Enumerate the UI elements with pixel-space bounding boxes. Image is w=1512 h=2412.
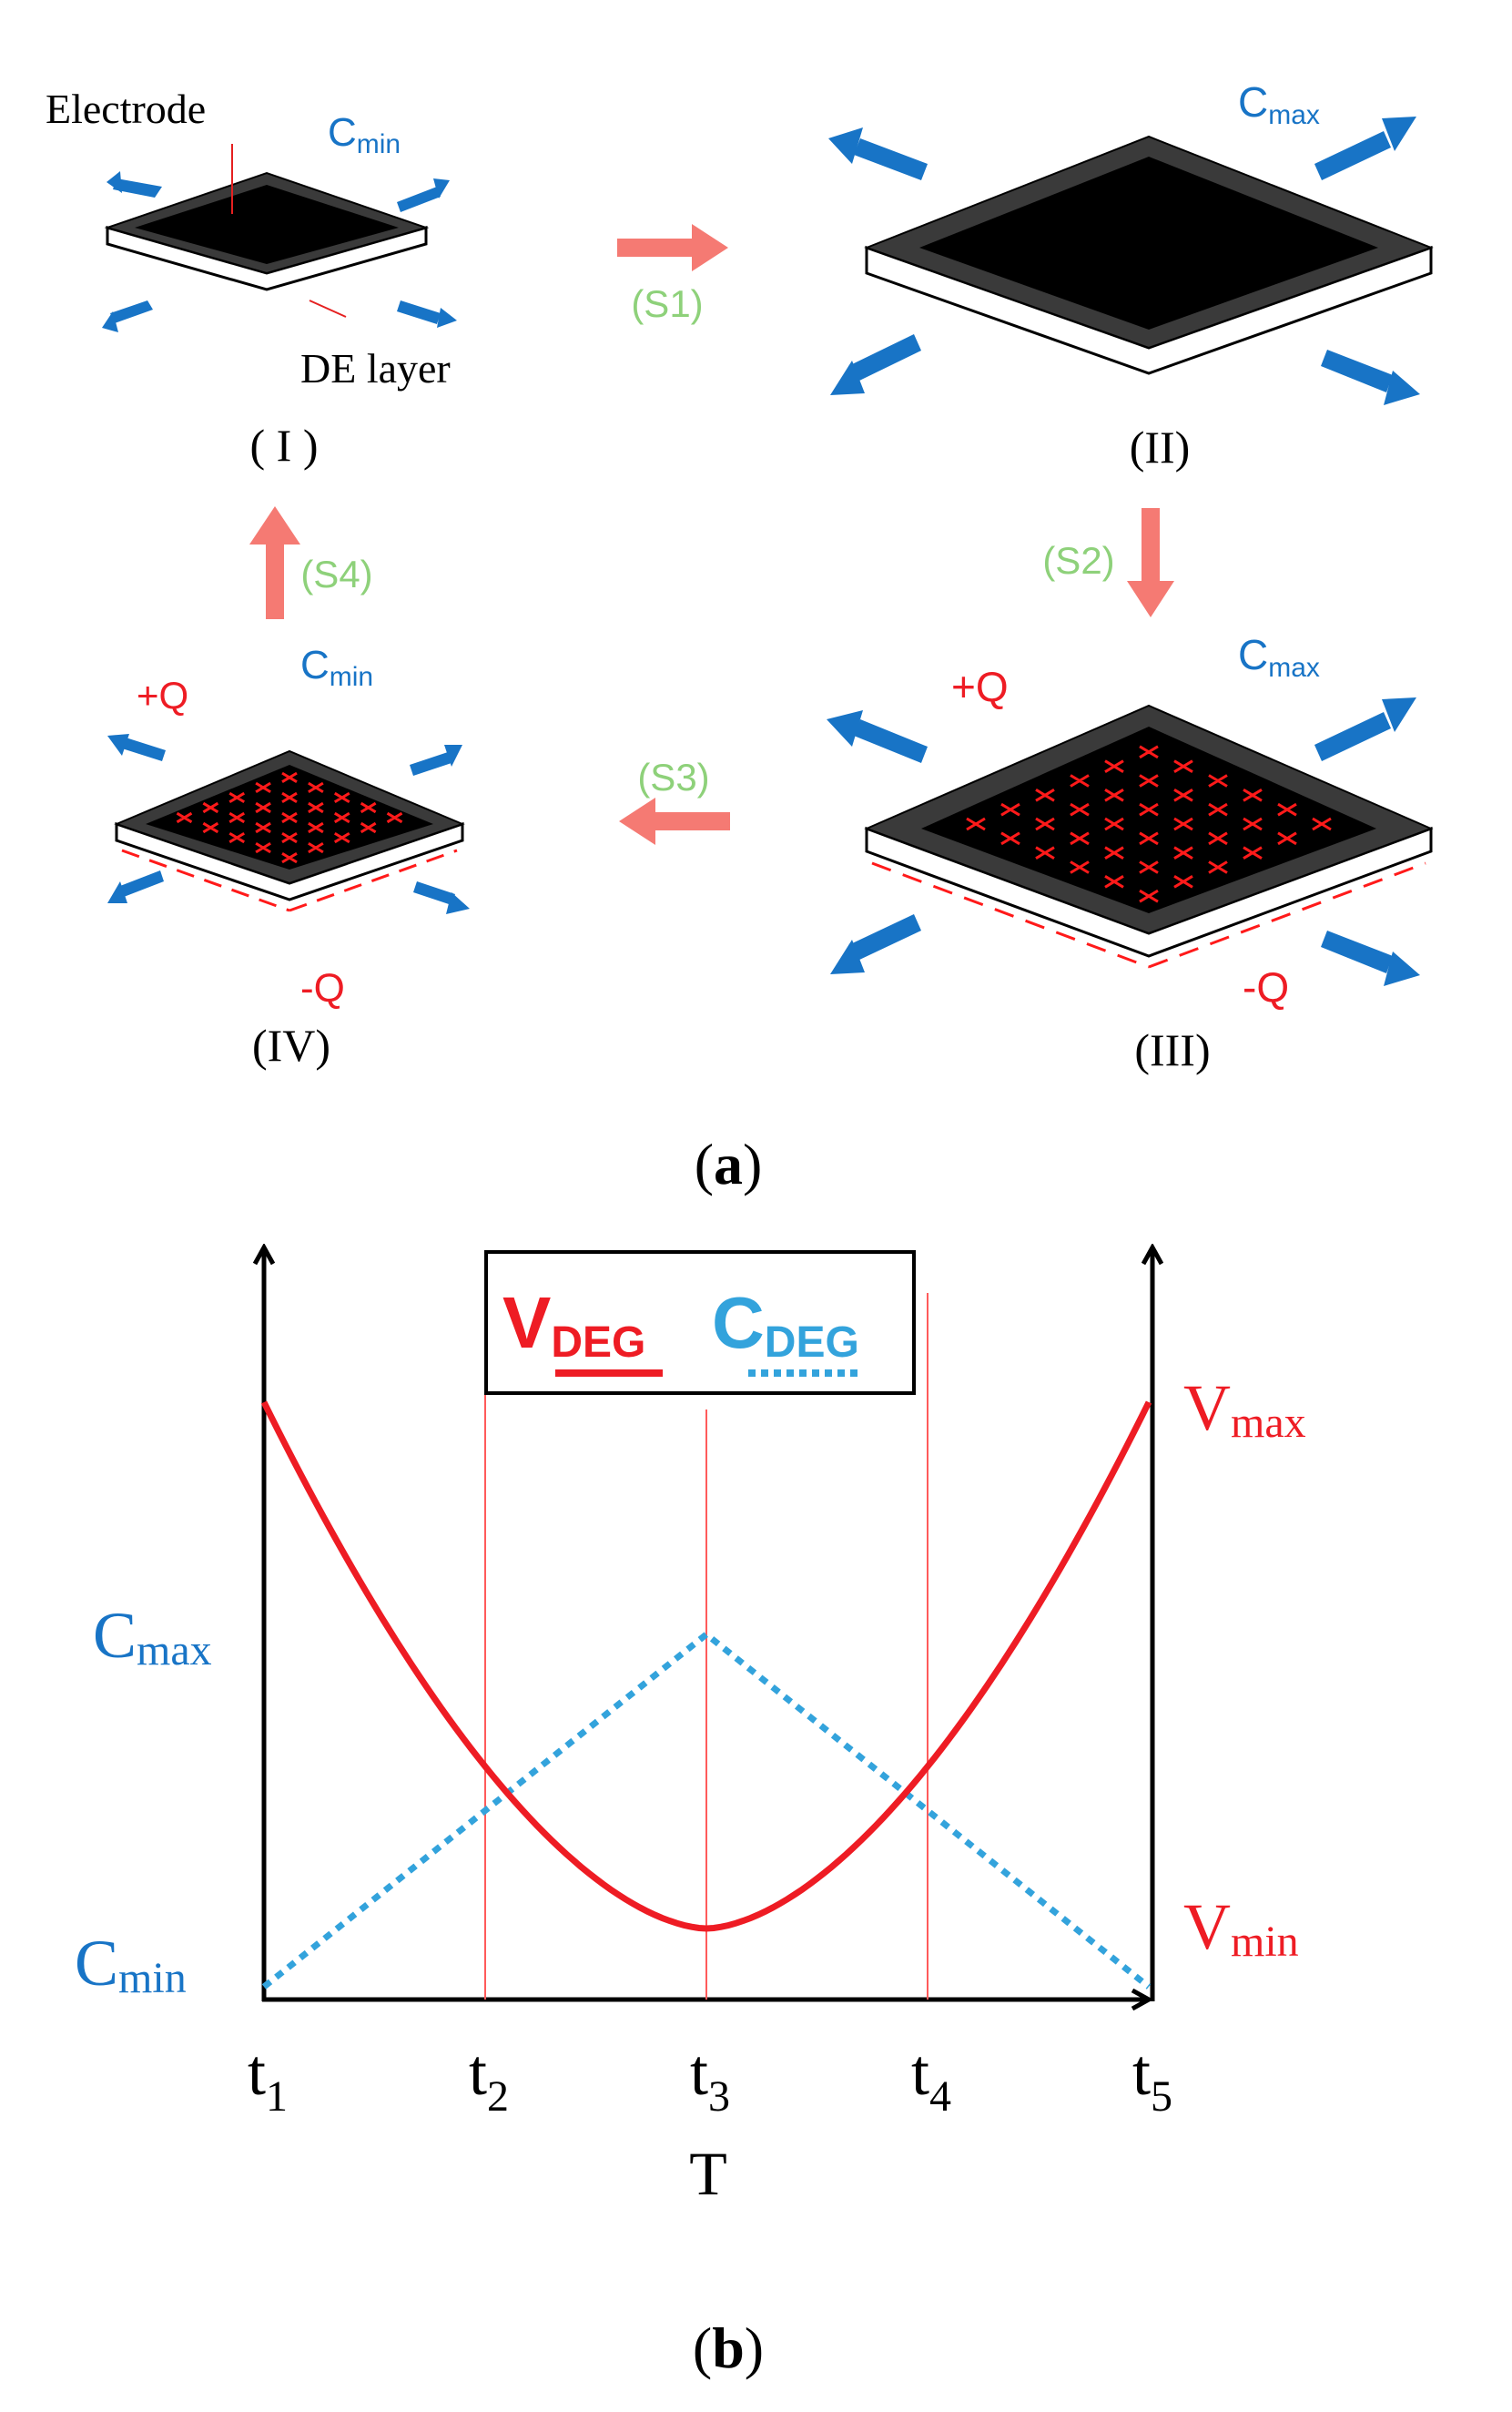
- state-3-positive-charges: [966, 745, 1332, 903]
- x-tick-label-t2: t2: [469, 2036, 509, 2121]
- electrode-label: Electrode: [46, 86, 206, 132]
- state-4-plate: [114, 749, 465, 912]
- panel-b-label: (b): [693, 2315, 764, 2380]
- de-layer-pointer: [309, 300, 347, 318]
- state-3-numeral: (III): [1134, 1024, 1210, 1075]
- vmax-label: Vmax: [1183, 1371, 1306, 1447]
- step-s3-label: (S3): [637, 756, 709, 799]
- state-4-positive-charges: [176, 771, 403, 864]
- state-1-plate: [104, 171, 430, 291]
- panel-a-label: (a): [695, 1132, 763, 1196]
- step-s2-arrow: [1127, 508, 1174, 617]
- state-4-negative-charges-right: [289, 849, 458, 912]
- period-label: T: [689, 2139, 727, 2208]
- state-3-negative-charge-label: -Q: [1243, 963, 1289, 1011]
- x-tick-label-t4: t4: [911, 2036, 951, 2121]
- state-4-capacitance: Cmin: [300, 643, 373, 692]
- step-s3-arrow: [619, 798, 730, 845]
- step-s4-arrow: [249, 506, 300, 619]
- state-3-arrows: [827, 697, 1420, 986]
- cmin-label: Cmin: [75, 1927, 187, 2002]
- x-tick-label-t3: t3: [690, 2036, 730, 2121]
- legend-cdeg-label: CDEG: [712, 1282, 859, 1367]
- state-4-arrows: [107, 734, 470, 914]
- vdeg-series-line: [260, 1400, 1152, 1932]
- state-4-numeral: (IV): [252, 1020, 330, 1071]
- state-4-negative-charges-left: [121, 849, 290, 912]
- state-3-plate: [864, 704, 1434, 969]
- state-2-plate: [864, 135, 1434, 375]
- state-1-capacitance: Cmin: [328, 110, 401, 159]
- legend-vdeg-label: VDEG: [502, 1282, 645, 1367]
- step-s1-label: (S1): [631, 282, 703, 325]
- x-tick-label-t5: t5: [1132, 2036, 1172, 2121]
- cdeg-series-line: [261, 1630, 1152, 1990]
- legend: VDEG CDEG: [484, 1250, 916, 1395]
- vmin-label: Vmin: [1183, 1890, 1299, 1966]
- state-2-capacitance: Cmax: [1238, 78, 1320, 130]
- panel-a: Electrode DE layer Cmin ( I ) (S1) Cmax …: [46, 78, 1434, 1196]
- state-3-negative-charges-left: [871, 861, 1150, 969]
- cmax-label: Cmax: [93, 1599, 212, 1674]
- x-tick-labels: t1 t2 t3 t4 t5: [248, 2036, 1172, 2121]
- state-3-positive-charge-label: +Q: [951, 663, 1009, 710]
- state-2-arrows: [828, 117, 1420, 405]
- state-1-arrows: [102, 171, 457, 332]
- state-4-positive-charge-label: +Q: [137, 674, 188, 717]
- state-2-numeral: (II): [1130, 422, 1191, 473]
- state-4-negative-charge-label: -Q: [300, 966, 345, 1011]
- panel-b: VDEG CDEG Cmax Cmin Vmax Vmin t1 t2 t3 t4 t5…: [75, 1247, 1306, 2380]
- de-layer-label: DE layer: [300, 345, 451, 392]
- step-s4-label: (S4): [300, 553, 372, 595]
- state-3-negative-charges-right: [1148, 861, 1426, 969]
- x-tick-label-t1: t1: [248, 2036, 288, 2121]
- state-3-capacitance: Cmax: [1238, 631, 1320, 683]
- step-s2-label: (S2): [1042, 539, 1114, 582]
- state-1-numeral: ( I ): [250, 420, 319, 471]
- step-s1-arrow: [617, 224, 728, 271]
